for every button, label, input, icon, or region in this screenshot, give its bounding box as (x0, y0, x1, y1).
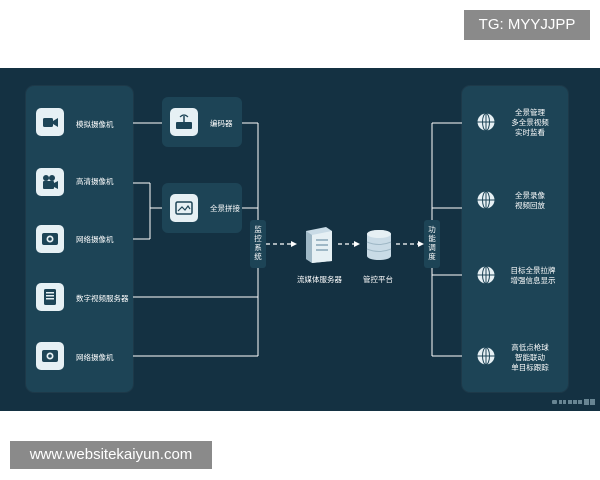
globe-icon (477, 191, 495, 209)
monitor-system-label: 监控系统 (254, 225, 262, 261)
right-item-line: 单目标跟踪 (511, 363, 549, 372)
left-item-label: 高清摄像机 (76, 177, 114, 186)
right-item-label: 目标全景拉牌 增强信息显示 (503, 266, 563, 286)
dispatch-box (424, 220, 440, 268)
bottom-left-tag: www.websitekaiyun.com (10, 441, 212, 469)
right-item-line: 视频回放 (515, 201, 545, 210)
right-function-panel (462, 86, 568, 392)
control-platform-label: 管控平台 (363, 275, 393, 284)
video-server-icon (36, 283, 64, 311)
right-item-line: 高低点枪球 (511, 343, 549, 352)
video-camera-icon (36, 108, 64, 136)
right-item-line: 多全景视频 (511, 118, 549, 127)
top-right-tag: TG: MYYJJPP (464, 10, 590, 40)
stitch-label: 全景拼接 (210, 204, 240, 213)
right-item-label: 高低点枪球 智能联动 单目标跟踪 (500, 343, 560, 373)
encoder-label: 编码器 (210, 119, 233, 128)
movie-camera-icon (36, 168, 64, 196)
right-item-line: 智能联动 (515, 353, 545, 362)
network-camera-icon (36, 342, 64, 370)
watermark (552, 399, 595, 405)
right-item-line: 全景管理 (515, 108, 545, 117)
globe-icon (477, 347, 495, 365)
globe-icon (477, 266, 495, 284)
right-item-line: 目标全景拉牌 (510, 266, 556, 275)
right-item-label: 全景录像 视频回放 (500, 191, 560, 211)
connector-lines (133, 122, 462, 357)
dispatch-label: 功能调度 (428, 225, 436, 261)
left-item-label: 模拟摄像机 (76, 120, 114, 129)
router-icon (170, 108, 198, 136)
globe-icon (477, 113, 495, 131)
server-icon (306, 227, 332, 263)
right-item-label: 全景管理 多全景视频 实时监看 (500, 108, 560, 138)
architecture-diagram: 模拟摄像机 高清摄像机 网络摄像机 数字视频服务器 网络摄像机 编码器 全景拼接… (0, 68, 600, 411)
monitor-system-box (250, 220, 266, 268)
database-icon (366, 230, 392, 260)
right-item-line: 全景录像 (515, 191, 545, 200)
right-item-line: 实时监看 (515, 128, 545, 137)
left-item-label: 数字视频服务器 (76, 294, 129, 303)
left-item-label: 网络摄像机 (76, 235, 114, 244)
network-camera-icon (36, 225, 64, 253)
left-item-label: 网络摄像机 (76, 353, 114, 362)
right-item-line: 增强信息显示 (510, 276, 556, 285)
media-server-label: 流媒体服务器 (297, 275, 342, 284)
panorama-icon (170, 194, 198, 222)
